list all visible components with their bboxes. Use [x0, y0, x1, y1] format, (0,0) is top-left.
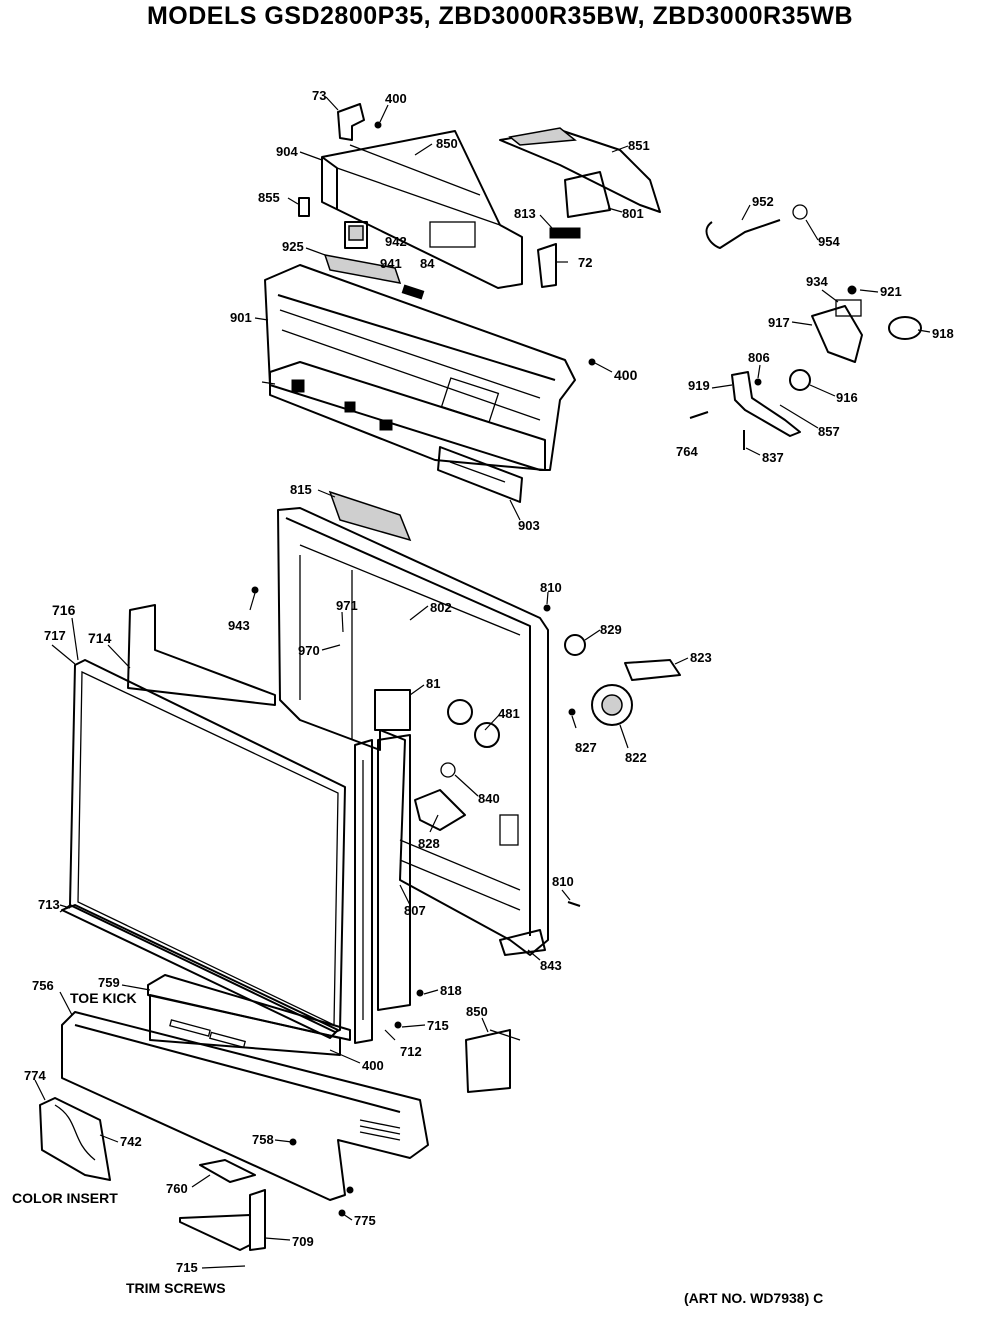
part-label-810b: 810: [552, 874, 574, 889]
part-label-918: 918: [932, 326, 954, 341]
part-label-774: 774: [24, 1068, 46, 1083]
part-label-712: 712: [400, 1044, 422, 1059]
latch-851-part: [499, 127, 661, 239]
part-label-843: 843: [540, 958, 562, 973]
part-label-904: 904: [276, 144, 298, 159]
side-strip-712-part: [354, 734, 411, 1044]
part-label-921: 921: [880, 284, 902, 299]
part-label-73: 73: [312, 88, 326, 103]
part-label-760: 760: [166, 1181, 188, 1196]
part-label-851: 851: [628, 138, 650, 153]
part-label-823: 823: [690, 650, 712, 665]
part-label-715b: 715: [176, 1260, 198, 1275]
part-label-400: 400: [385, 91, 407, 106]
toe-kick-759-part: [147, 974, 351, 1056]
part-label-717: 717: [44, 628, 66, 643]
part-label-954: 954: [818, 234, 840, 249]
part-label-801: 801: [622, 206, 644, 221]
part-label-756: 756: [32, 978, 54, 993]
part-label-775: 775: [354, 1213, 376, 1228]
part-label-850b: 850: [466, 1004, 488, 1019]
caption-trim-screws: TRIM SCREWS: [126, 1280, 226, 1296]
part-label-807: 807: [404, 903, 426, 918]
part-label-827: 827: [575, 740, 597, 755]
part-label-802: 802: [430, 600, 452, 615]
part-label-400b: 400: [614, 367, 638, 383]
part-label-764: 764: [676, 444, 698, 459]
part-label-828: 828: [418, 836, 440, 851]
gear-822-part: [564, 634, 681, 726]
part-label-934: 934: [806, 274, 828, 289]
lower-panel-756-part: [61, 1011, 429, 1201]
part-label-81: 81: [426, 676, 440, 691]
switch-917-part: [811, 285, 922, 363]
outer-door-panel-part: [59, 604, 346, 1039]
part-label-822: 822: [625, 750, 647, 765]
clip-855-part: [298, 197, 310, 217]
part-label-840: 840: [478, 791, 500, 806]
part-label-970: 970: [298, 643, 320, 658]
part-label-837: 837: [762, 450, 784, 465]
bracket-73-part: [337, 103, 382, 141]
part-label-901: 901: [230, 310, 252, 325]
part-label-716: 716: [52, 602, 76, 618]
bracket-760-part: [199, 1159, 256, 1183]
part-label-903: 903: [518, 518, 540, 533]
color-insert-part: [39, 1097, 111, 1181]
control-panel-903-part: [269, 361, 546, 503]
part-label-919: 919: [688, 378, 710, 393]
page-title: MODELS GSD2800P35, ZBD3000R35BW, ZBD3000…: [146, 2, 854, 30]
part-label-758: 758: [252, 1132, 274, 1147]
part-label-714: 714: [88, 630, 112, 646]
leader-lines: [34, 96, 931, 1269]
part-label-916: 916: [836, 390, 858, 405]
caption-toe-kick: TOE KICK: [70, 990, 137, 1006]
part-label-72: 72: [578, 255, 592, 270]
console-panel-901-part: [264, 254, 576, 471]
part-label-943: 943: [228, 618, 250, 633]
inner-door-panel-part: [277, 490, 549, 956]
part-label-806: 806: [748, 350, 770, 365]
part-label-813: 813: [514, 206, 536, 221]
control-housing-part: [321, 130, 523, 289]
part-label-942: 942: [385, 234, 407, 249]
part-label-742: 742: [120, 1134, 142, 1149]
part-label-759: 759: [98, 975, 120, 990]
part-label-818: 818: [440, 983, 462, 998]
caption-color-insert: COLOR INSERT: [12, 1190, 118, 1206]
part-label-84: 84: [420, 256, 435, 271]
bracket-850b-part: [465, 1029, 521, 1093]
part-label-925: 925: [282, 239, 304, 254]
part-label-709: 709: [292, 1234, 314, 1249]
caption-art-number: (ART NO. WD7938) C: [684, 1290, 824, 1306]
part-label-715: 715: [427, 1018, 449, 1033]
part-label-941: 941: [380, 256, 402, 271]
part-label-952: 952: [752, 194, 774, 209]
actuator-919-part: [689, 369, 811, 450]
part-label-481: 481: [498, 706, 520, 721]
trim-709-part: [179, 1189, 266, 1251]
switch-941-part: [344, 221, 368, 249]
part-label-850: 850: [436, 136, 458, 151]
screws: [251, 358, 596, 1217]
part-label-810: 810: [540, 580, 562, 595]
part-label-857: 857: [818, 424, 840, 439]
part-label-815: 815: [290, 482, 312, 497]
part-label-829: 829: [600, 622, 622, 637]
part-labels: 73 400 850 851 904 855 813 801 942 941 8…: [24, 88, 954, 1275]
wire-952-part: [705, 204, 808, 249]
part-label-971: 971: [336, 598, 358, 613]
part-label-713: 713: [38, 897, 60, 912]
part-label-855: 855: [258, 190, 280, 205]
part-label-400c: 400: [362, 1058, 384, 1073]
bracket-72-part: [537, 243, 557, 288]
part-label-917: 917: [768, 315, 790, 330]
